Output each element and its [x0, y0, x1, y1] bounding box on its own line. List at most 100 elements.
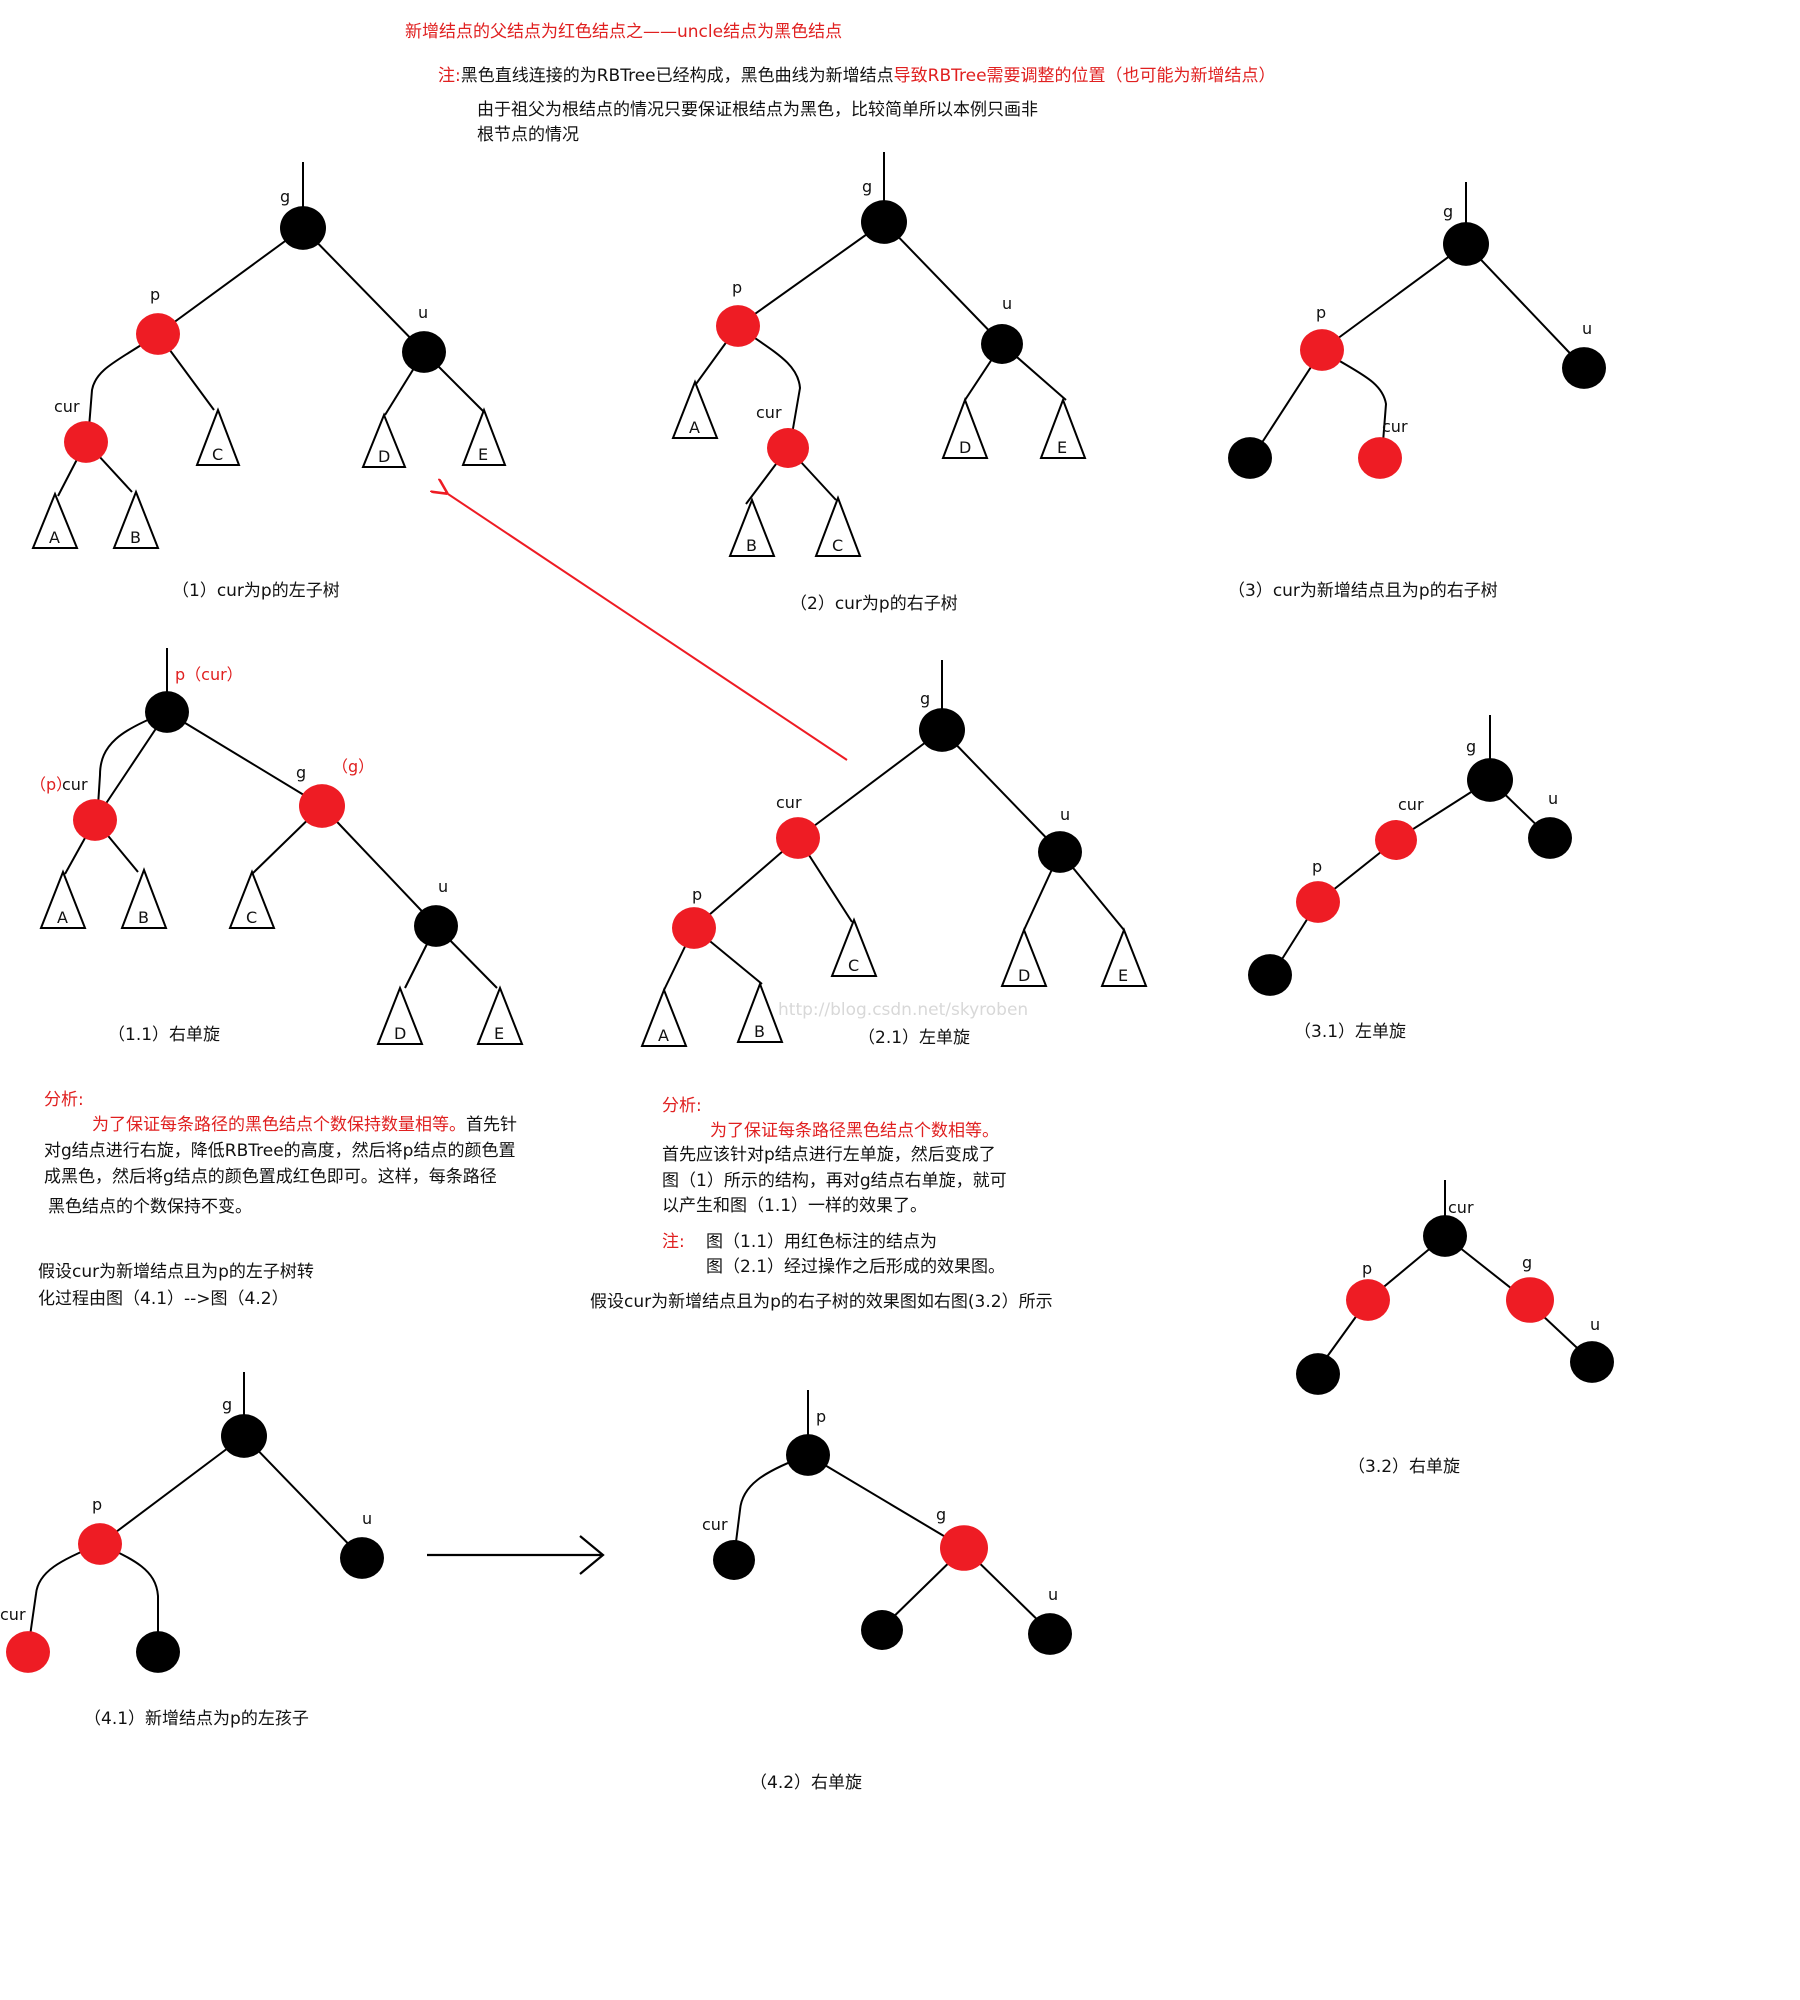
d11-subtree-a — [39, 869, 87, 929]
d21-g-node — [919, 708, 965, 752]
d2-g-node — [861, 200, 907, 244]
caption-diagram-2-1: （2.1）左单旋 — [858, 1028, 971, 1048]
caption-diagram-4-1: （4.1）新增结点为p的左孩子 — [84, 1709, 309, 1729]
caption-diagram-2: （2）cur为p的右子树 — [790, 594, 958, 614]
d11-subtree-d — [376, 985, 424, 1045]
d32-g-label: g — [1522, 1253, 1532, 1272]
note-line-2b: 根节点的情况 — [477, 125, 579, 145]
watermark: http://blog.csdn.net/skyroben — [778, 1000, 1028, 1020]
tree-edge — [302, 227, 425, 353]
d1-u-node — [402, 331, 446, 373]
d21-p-node — [672, 907, 716, 949]
d1-subtree-d-label: D — [378, 447, 390, 466]
d42-g-node — [940, 1525, 988, 1571]
d42-cur-node — [713, 1540, 755, 1580]
analysis-mid-note: 注: — [662, 1230, 685, 1254]
d11-subtree-e-label: E — [494, 1024, 504, 1043]
tree-edge — [1251, 349, 1323, 459]
d11-root-node — [145, 691, 189, 733]
d2-subtree-c-label: C — [832, 536, 843, 555]
analysis-mid-line3: 以产生和图（1.1）一样的效果了。 — [662, 1196, 928, 1216]
caption-diagram-1-1: （1.1）右单旋 — [108, 1025, 221, 1045]
d2-subtree-d — [941, 397, 989, 459]
tree-edge — [941, 729, 1061, 853]
d11-subtree-a-label: A — [57, 908, 68, 927]
d32-u-label: u — [1590, 1315, 1600, 1334]
d2-cur-label: cur — [756, 403, 782, 422]
d2-subtree-d-label: D — [959, 438, 971, 457]
d31-p-node — [1296, 881, 1340, 923]
d21-subtree-b-label: B — [754, 1022, 765, 1041]
d2-p-node — [716, 305, 760, 347]
d3-p-label: p — [1316, 303, 1326, 322]
d31-left-node — [1248, 954, 1292, 996]
tree-edge — [807, 1454, 965, 1549]
caption-diagram-3-1: （3.1）左单旋 — [1294, 1022, 1407, 1042]
d1-p-node — [136, 313, 180, 355]
d2-p-label: p — [732, 278, 742, 297]
analysis-mid-note2: 图（2.1）经过操作之后形成的效果图。 — [706, 1257, 1006, 1277]
tree-edge — [321, 805, 437, 927]
caption-diagram-4-2: （4.2）右单旋 — [750, 1773, 863, 1793]
d1-subtree-e — [461, 407, 507, 466]
d21-subtree-a-label: A — [658, 1026, 669, 1045]
analysis-left-line4: 黑色结点的个数保持不变。 — [48, 1197, 252, 1217]
d21-subtree-c — [830, 917, 878, 977]
d11-paren-g-label: （g） — [332, 757, 374, 776]
d42-cur-label: cur — [702, 1515, 728, 1534]
tree-edge — [1465, 243, 1585, 369]
d3-u-node — [1562, 347, 1606, 389]
d1-u-label: u — [418, 303, 428, 322]
d32-cur-label: cur — [1448, 1198, 1474, 1217]
d31-g-node — [1467, 758, 1513, 802]
d2-cur-node — [767, 428, 809, 468]
d3-u-label: u — [1582, 319, 1592, 338]
d11-p-cur-label: p（cur） — [175, 665, 243, 684]
d21-cur-label: cur — [776, 793, 802, 812]
d2-u-label: u — [1002, 294, 1012, 313]
d32-p-node — [1346, 1279, 1390, 1321]
d21-subtree-b — [736, 981, 784, 1043]
d32-u-node — [1570, 1341, 1614, 1383]
d11-subtree-b — [120, 867, 168, 929]
d11-u-node — [414, 905, 458, 947]
tree-nodes — [6, 200, 1614, 1673]
d41-cur-node — [6, 1631, 50, 1673]
hypothesis-mid: 假设cur为新增结点且为p的右子树的效果图如右图(3.2）所示 — [590, 1292, 1053, 1312]
d1-subtree-a — [31, 491, 79, 549]
d31-cur-node — [1375, 820, 1417, 860]
d21-subtree-d-label: D — [1018, 966, 1030, 985]
analysis-left-line3: 成黑色，然后将g结点的颜色置成红色即可。这样，每条路径 — [44, 1167, 497, 1187]
d2-subtree-e — [1039, 397, 1087, 459]
d1-subtree-c-label: C — [212, 445, 223, 464]
d3-left-node — [1228, 437, 1272, 479]
tree-edge — [99, 1435, 245, 1545]
d1-subtree-b-label: B — [130, 528, 141, 547]
d41-g-node — [221, 1414, 267, 1458]
d41-cur-label: cur — [0, 1605, 26, 1624]
hypothesis-left-2: 化过程由图（4.1）-->图（4.2） — [38, 1289, 289, 1309]
d1-subtree-a-label: A — [49, 528, 60, 547]
tree-edge — [243, 1435, 363, 1559]
d42-p-label: p — [816, 1407, 826, 1426]
tree-edge — [883, 221, 1003, 345]
d42-left-node — [861, 1610, 903, 1650]
d1-g-label: g — [280, 187, 290, 206]
d2-subtree-a — [671, 379, 719, 439]
analysis-mid-note-label: 注: — [662, 1232, 685, 1252]
d1-g-node — [280, 206, 326, 250]
d21-subtree-e-label: E — [1118, 966, 1128, 985]
d41-p-label: p — [92, 1495, 102, 1514]
note-black-text: 黑色直线连接的为RBTree已经构成，黑色曲线为新增结点 — [460, 66, 894, 86]
red-reference-arrow — [445, 492, 848, 761]
analysis-left-red: 为了保证每条路径的黑色结点个数保持数量相等。 — [92, 1115, 466, 1135]
d41-u-label: u — [362, 1509, 372, 1528]
tree-edge — [797, 729, 943, 839]
d2-subtree-b-label: B — [746, 536, 757, 555]
caption-diagram-3: （3）cur为新增结点且为p的右子树 — [1228, 581, 1498, 601]
d3-cur-node — [1358, 437, 1402, 479]
d31-u-node — [1528, 817, 1572, 859]
d41-g-label: g — [222, 1395, 232, 1414]
